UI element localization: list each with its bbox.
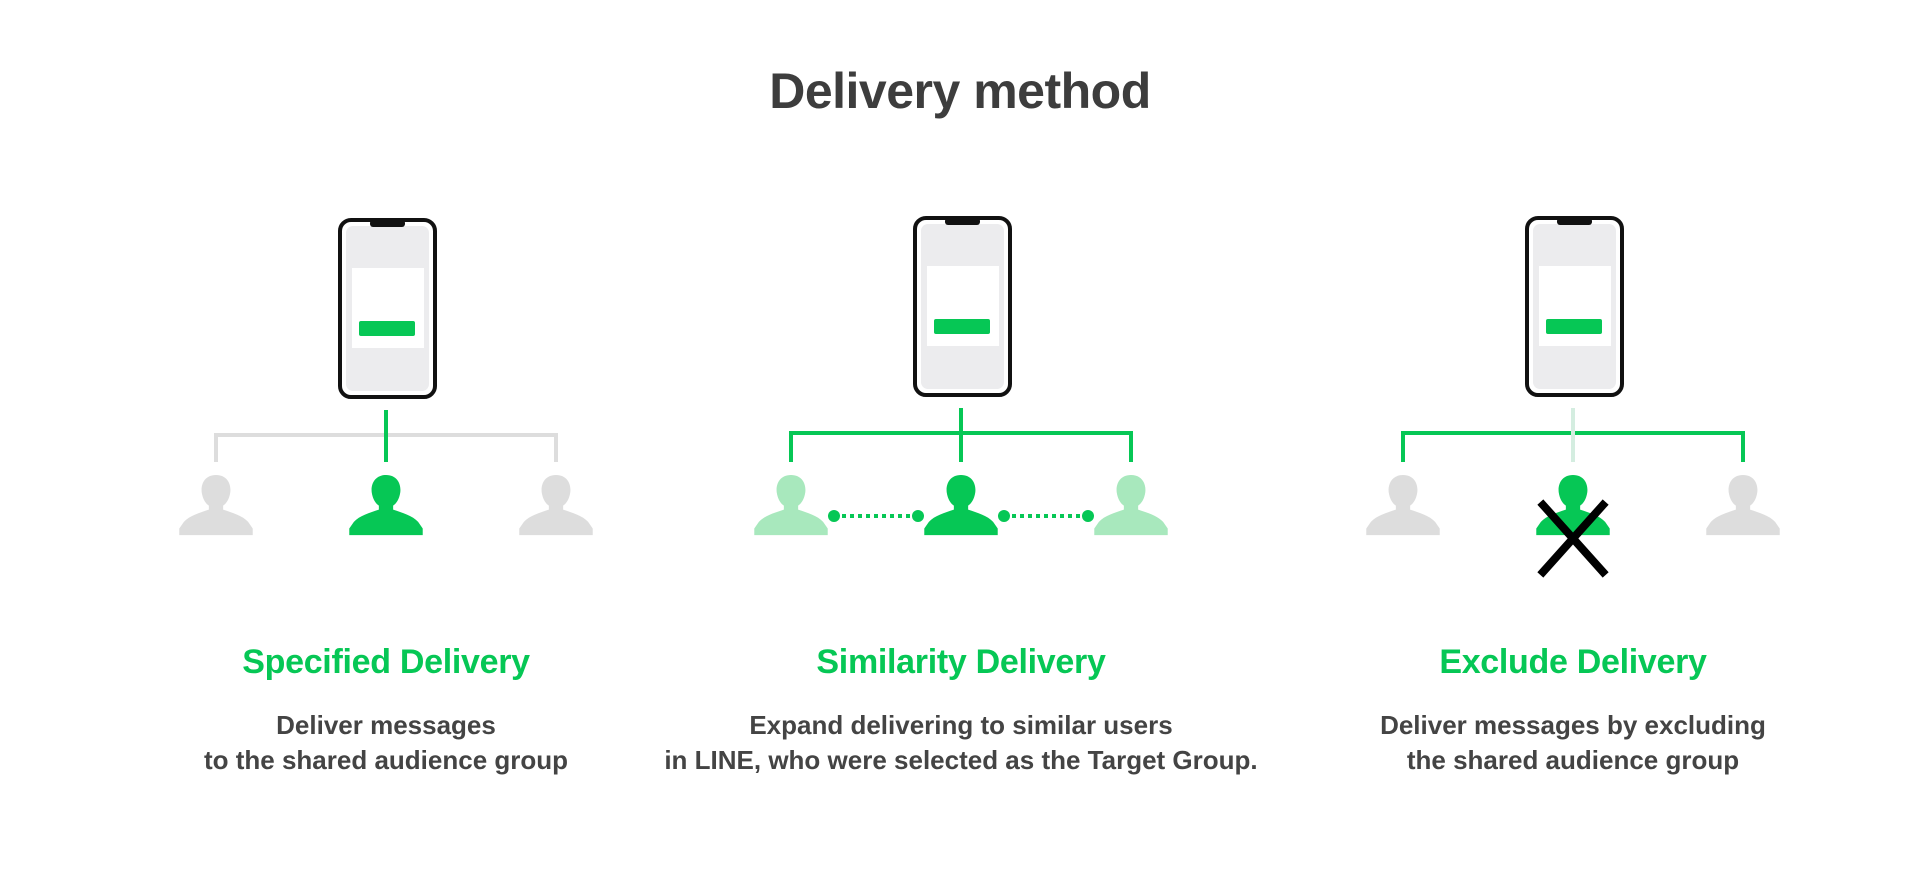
connector-lines: [789, 408, 1133, 462]
user-icon-right: [519, 475, 593, 536]
panel-heading-exclude: Exclude Delivery: [1439, 643, 1707, 681]
panel-description-exclude: Deliver messages by excluding the shared…: [1223, 708, 1920, 778]
panel-heading-similarity: Similarity Delivery: [816, 643, 1106, 681]
page-title: Delivery method: [769, 63, 1151, 119]
cross-mark-icon: [1537, 499, 1609, 578]
user-icon-target: [349, 475, 423, 536]
user-icon-similar-right: [1094, 475, 1168, 536]
user-icon-right: [1706, 475, 1780, 536]
user-icon-left: [1366, 475, 1440, 536]
description-line: Expand delivering to similar users: [749, 710, 1173, 740]
panel-heading-specified: Specified Delivery: [242, 643, 530, 681]
connector-lines: [214, 410, 558, 462]
user-icon-left: [179, 475, 253, 536]
description-line: to the shared audience group: [203, 745, 569, 775]
dotted-link-icon: [828, 510, 1094, 522]
panel-specified: [179, 218, 593, 536]
connector-lines: [1401, 408, 1745, 462]
panel-description-similarity: Expand delivering to similar users in LI…: [611, 708, 1311, 778]
phone-icon: [338, 218, 437, 399]
user-icon-similar-left: [754, 475, 828, 536]
phone-icon: [1525, 216, 1624, 397]
description-line: the shared audience group: [1406, 745, 1740, 775]
panel-exclude: [1366, 216, 1780, 578]
phone-icon: [913, 216, 1012, 397]
panel-similarity: [754, 216, 1168, 536]
description-line: Deliver messages by excluding: [1380, 710, 1766, 740]
panel-description-specified: Deliver messages to the shared audience …: [36, 708, 736, 778]
description-line: Deliver messages: [276, 710, 496, 740]
user-icon-target: [924, 475, 998, 536]
description-line: in LINE, who were selected as the Target…: [664, 745, 1258, 775]
